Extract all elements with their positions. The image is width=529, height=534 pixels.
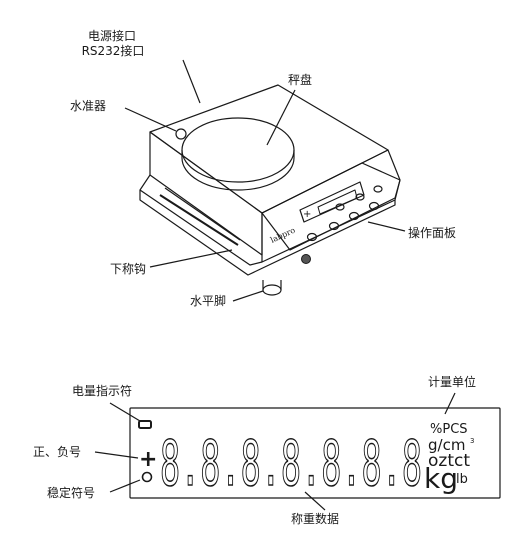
label-hook: 下称钩 <box>110 262 147 276</box>
unit-pct-pcs: %PCS <box>430 422 468 437</box>
label-units: 计量单位 <box>428 375 477 389</box>
leader-panel <box>367 221 406 232</box>
label-stable: 稳定符号 <box>47 486 96 500</box>
label-pan: 秤盘 <box>288 73 313 87</box>
label-rs232-port: RS232接口 <box>81 44 145 58</box>
leader-level <box>124 107 177 132</box>
panel-button <box>335 203 345 211</box>
panel-button <box>355 193 365 201</box>
leader-feet <box>232 290 264 302</box>
label-feet: 水平脚 <box>190 294 227 308</box>
label-panel: 操作面板 <box>408 226 457 240</box>
unit-lb: lb <box>456 472 468 487</box>
unit-cube: 3 <box>470 437 474 445</box>
leader-pan <box>266 89 296 146</box>
unit-g-cm3: g/cm <box>428 436 465 454</box>
label-battery: 电量指示符 <box>72 384 133 398</box>
leader-power <box>182 59 201 104</box>
leader-weight <box>304 491 326 511</box>
label-sign: 正、负号 <box>33 445 82 459</box>
panel-button <box>368 201 380 211</box>
panel-button <box>306 232 318 242</box>
unit-oz-ct: oztct <box>428 451 470 471</box>
balance-base <box>139 174 263 266</box>
power-button <box>301 254 311 264</box>
label-level: 水准器 <box>70 99 107 113</box>
panel-button <box>373 185 383 193</box>
label-power-port: 电源接口 <box>87 29 136 43</box>
lcd-frame <box>129 407 501 499</box>
label-weight-data: 称重数据 <box>291 512 340 526</box>
leader-battery <box>109 402 141 422</box>
leader-sign <box>94 451 139 459</box>
panel-plus-text: + <box>303 209 311 220</box>
panel-button <box>348 211 360 221</box>
leader-hook <box>149 249 233 268</box>
weight-digits: 8.8.8.8.8.8.8 <box>160 427 422 500</box>
leader-units <box>444 392 456 415</box>
hook-slot <box>159 194 239 246</box>
level-bubble <box>175 128 187 140</box>
stable-symbol-icon <box>141 471 153 483</box>
leader-stable <box>109 479 141 493</box>
panel-button <box>328 221 340 231</box>
balance-panel-section <box>261 162 401 251</box>
unit-kg: kg <box>424 462 458 495</box>
battery-icon <box>138 420 152 429</box>
plus-sign-icon: + <box>139 447 157 472</box>
